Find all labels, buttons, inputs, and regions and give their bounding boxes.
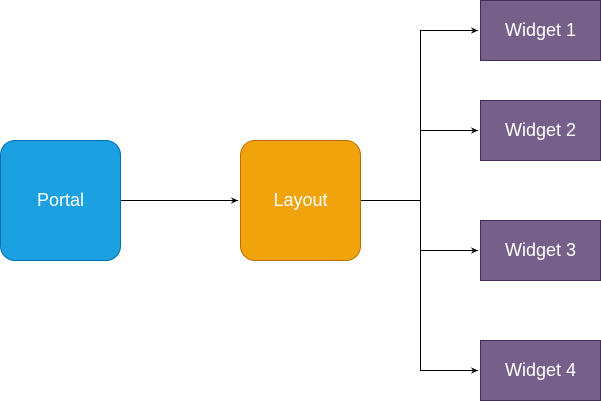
edge-layout-widget-4 bbox=[420, 200, 478, 374]
edge-layout-widget-2 bbox=[420, 127, 478, 201]
widget-1-node[interactable]: Widget 1 bbox=[480, 0, 601, 61]
edge-layout-widget-1 bbox=[361, 27, 478, 201]
layout-node[interactable]: Layout bbox=[240, 140, 361, 261]
widget-1-label: Widget 1 bbox=[504, 20, 577, 40]
portal-node[interactable]: Portal bbox=[0, 140, 121, 261]
widget-4-node[interactable]: Widget 4 bbox=[480, 340, 601, 401]
widget-4-label: Widget 4 bbox=[504, 360, 577, 380]
edge-layout-widget-3 bbox=[420, 200, 478, 254]
layout-label: Layout bbox=[273, 190, 328, 210]
widget-3-node[interactable]: Widget 3 bbox=[480, 220, 601, 281]
widget-3-label: Widget 3 bbox=[504, 240, 577, 260]
portal-label: Portal bbox=[36, 190, 85, 210]
widget-2-label: Widget 2 bbox=[504, 120, 577, 140]
widget-2-node[interactable]: Widget 2 bbox=[480, 100, 601, 161]
